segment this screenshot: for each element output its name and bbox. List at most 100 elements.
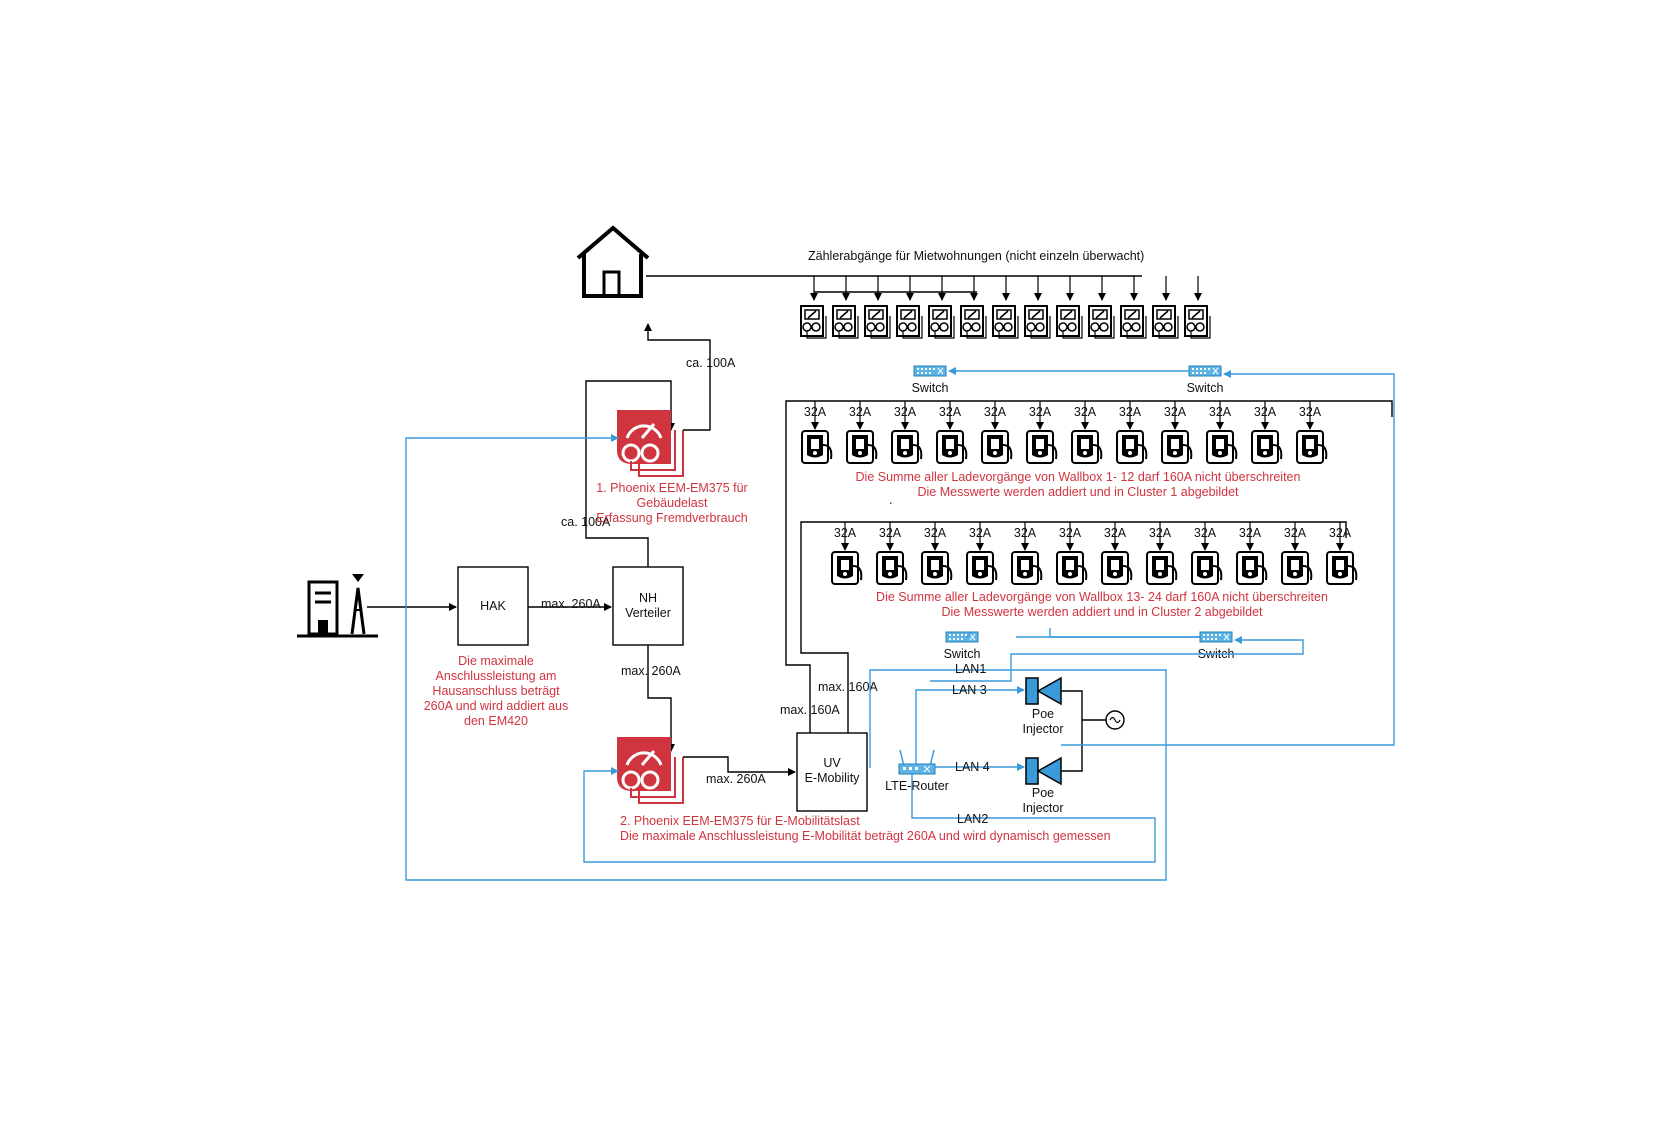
wallbox-charger-icon <box>1101 551 1133 585</box>
poe2-label-line1: Poe <box>1032 786 1054 800</box>
hak-note-line2: Anschlussleistung am <box>436 669 557 683</box>
wallbox-rating-label: 32A <box>1074 405 1097 419</box>
lan1-to-em1 <box>405 434 1167 881</box>
nh-label-line2: Verteiler <box>625 606 671 620</box>
energy-meter-icon <box>928 305 955 339</box>
energy-meter-icon <box>832 305 859 339</box>
wallbox-charger-icon <box>876 551 908 585</box>
wallbox-charger-icon <box>1011 551 1043 585</box>
ca100-top-label: ca. 100A <box>686 356 736 370</box>
hak-nh-current-label: max. 260A <box>541 597 601 611</box>
em1-note-line3: Erfassung Fremdverbrauch <box>596 511 748 525</box>
wallbox-charger-icon <box>1251 430 1283 464</box>
wallbox: 32A <box>1101 522 1133 585</box>
energy-meter-icon <box>960 305 987 339</box>
wallbox-charger-icon <box>801 430 833 464</box>
wallbox: 32A <box>1251 401 1283 464</box>
apartment-meter <box>832 276 859 339</box>
apartment-meters <box>800 276 1211 339</box>
wallbox: 32A <box>1236 522 1268 585</box>
switch-chain-cluster2-tip <box>966 631 973 638</box>
apartment-meter <box>1024 276 1051 339</box>
hak-note-line1: Die maximale <box>458 654 534 668</box>
wallbox-charger-icon <box>831 551 863 585</box>
lan3-to-poe1 <box>915 686 1025 764</box>
wallbox-rating-label: 32A <box>939 405 962 419</box>
hak-box: HAK <box>457 566 529 646</box>
wallbox: 32A <box>966 522 998 585</box>
wallbox-rating-label: 32A <box>984 405 1007 419</box>
wallbox: 32A <box>1026 401 1058 464</box>
wallbox: 32A <box>1146 522 1178 585</box>
apartment-meter-bus <box>646 275 1142 293</box>
uv-label-line1: UV <box>823 756 841 770</box>
uv-to-cluster1-bus <box>785 400 1393 733</box>
wallbox-rating-label: 32A <box>1194 526 1217 540</box>
apartment-meter <box>1184 276 1211 339</box>
wallbox: 32A <box>876 522 908 585</box>
switch-cluster2-left-icon <box>945 631 979 643</box>
wallbox-charger-icon <box>1326 551 1358 585</box>
hak-label: HAK <box>480 599 506 613</box>
hak-note-line5: den EM420 <box>464 714 528 728</box>
wallbox-rating-label: 32A <box>879 526 902 540</box>
wallbox-rating-label: 32A <box>924 526 947 540</box>
phoenix-em2-icon <box>615 735 685 805</box>
lan2-to-em2 <box>583 767 1156 863</box>
stray-dot: . <box>889 493 892 507</box>
energy-meter-icon <box>1120 305 1147 339</box>
lan2-label: LAN2 <box>957 812 988 826</box>
energy-meter-icon <box>1056 305 1083 339</box>
nh-label-line1: NH <box>639 591 657 605</box>
wallbox: 32A <box>1056 522 1088 585</box>
apartment-meter <box>928 276 955 339</box>
wallbox: 32A <box>1281 522 1313 585</box>
wallbox-rating-label: 32A <box>1329 526 1352 540</box>
energy-meter-icon <box>1088 305 1115 339</box>
energy-meter-icon <box>864 305 891 339</box>
poe1-label-line1: Poe <box>1032 707 1054 721</box>
wallbox-charger-icon <box>1191 551 1223 585</box>
lan4-label: LAN 4 <box>955 760 990 774</box>
apartment-meter <box>800 276 827 339</box>
wallbox-rating-label: 32A <box>1254 405 1277 419</box>
wallbox-charger-icon <box>1206 430 1238 464</box>
wallbox-cluster-2: 32A 32A 32A 32A 32A 32A 32A 32A 32A 32A 32A 32A <box>831 522 1358 585</box>
cluster2-note-line2: Die Messwerte werden addiert und in Clus… <box>941 605 1263 619</box>
wallbox-charger-icon <box>981 430 1013 464</box>
wallbox-rating-label: 32A <box>1119 405 1142 419</box>
house-icon <box>576 225 650 298</box>
wallbox-charger-icon <box>846 430 878 464</box>
wallbox-charger-icon <box>1071 430 1103 464</box>
wallbox: 32A <box>1296 401 1328 464</box>
wallbox-charger-icon <box>966 551 998 585</box>
switch-cluster2-right-icon <box>1199 631 1233 643</box>
lte-router-icon <box>898 749 936 775</box>
nh-to-em1-line <box>585 380 675 567</box>
energy-meter-icon <box>1152 305 1179 339</box>
nh-em2-current-label: max. 260A <box>621 664 681 678</box>
wallbox-rating-label: 32A <box>1209 405 1232 419</box>
wallbox-charger-icon <box>891 430 923 464</box>
apartment-meter <box>992 276 1019 339</box>
wallbox: 32A <box>1326 522 1358 585</box>
uv-cluster1-current-label: max. 160A <box>780 703 840 717</box>
wallbox-rating-label: 32A <box>1299 405 1322 419</box>
phoenix-em1-icon <box>615 408 685 478</box>
em1-note-line1: 1. Phoenix EEM-EM375 für <box>596 481 747 495</box>
switch-cluster1-right-icon <box>1188 365 1222 377</box>
apartment-meter <box>896 276 923 339</box>
cluster2-note-line1: Die Summe aller Ladevorgänge von Wallbox… <box>876 590 1328 604</box>
wallbox-rating-label: 32A <box>1239 526 1262 540</box>
wallbox-charger-icon <box>936 430 968 464</box>
lan3-label: LAN 3 <box>952 683 987 697</box>
energy-meter-icon <box>1024 305 1051 339</box>
poe-injector-2-icon <box>1025 757 1062 785</box>
poe2-label-line2: Injector <box>1023 801 1064 815</box>
wallbox: 32A <box>1011 522 1043 585</box>
apartment-meter <box>1088 276 1115 339</box>
wallbox: 32A <box>1116 401 1148 464</box>
uv-label-line2: E-Mobility <box>805 771 861 785</box>
wallbox-rating-label: 32A <box>834 526 857 540</box>
